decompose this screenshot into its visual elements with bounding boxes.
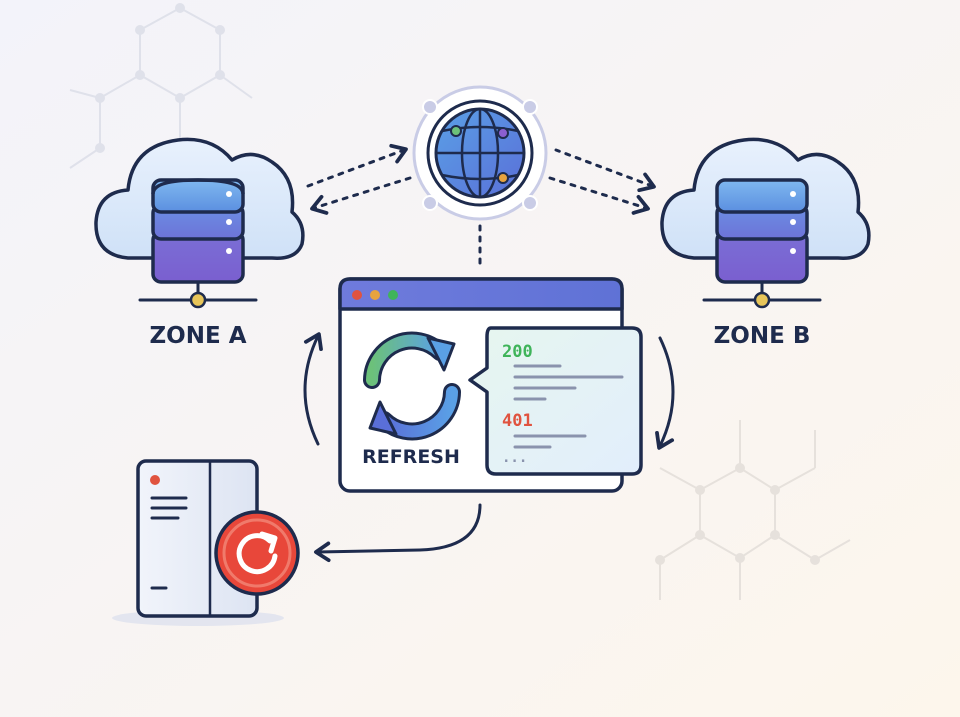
response-panel: 200 401 ... [468,326,643,476]
zone-a: ZONE A [94,137,305,349]
decorative-network-bottom-right [655,420,851,600]
restart-icon [214,510,300,596]
response-ellipsis: ... [502,450,527,466]
flow-arrow-right [655,336,675,450]
browser-to-server-arrow [314,503,482,563]
globe-node [412,85,548,221]
database-icon [715,178,809,284]
server-node [112,459,300,626]
flow-arrow-left [303,332,323,446]
database-icon [151,178,245,284]
response-error-lines [513,434,587,449]
zone-b: ZONE B [660,137,871,349]
window-controls [352,290,398,300]
zone-b-network-base [702,280,822,309]
zone-a-label: ZONE A [150,323,247,349]
response-status-unauthorized: 401 [502,411,533,431]
refresh-label: REFRESH [362,446,460,468]
globe-icon [434,107,526,199]
response-status-ok: 200 [502,342,533,362]
sync-icon [363,331,461,441]
browser-window: REFRESH 200 401 ... [338,277,643,493]
zone-a-network-base [138,280,258,309]
response-ok-lines [513,364,624,401]
zone-b-label: ZONE B [714,323,811,349]
decorative-network-top-left [69,3,253,169]
